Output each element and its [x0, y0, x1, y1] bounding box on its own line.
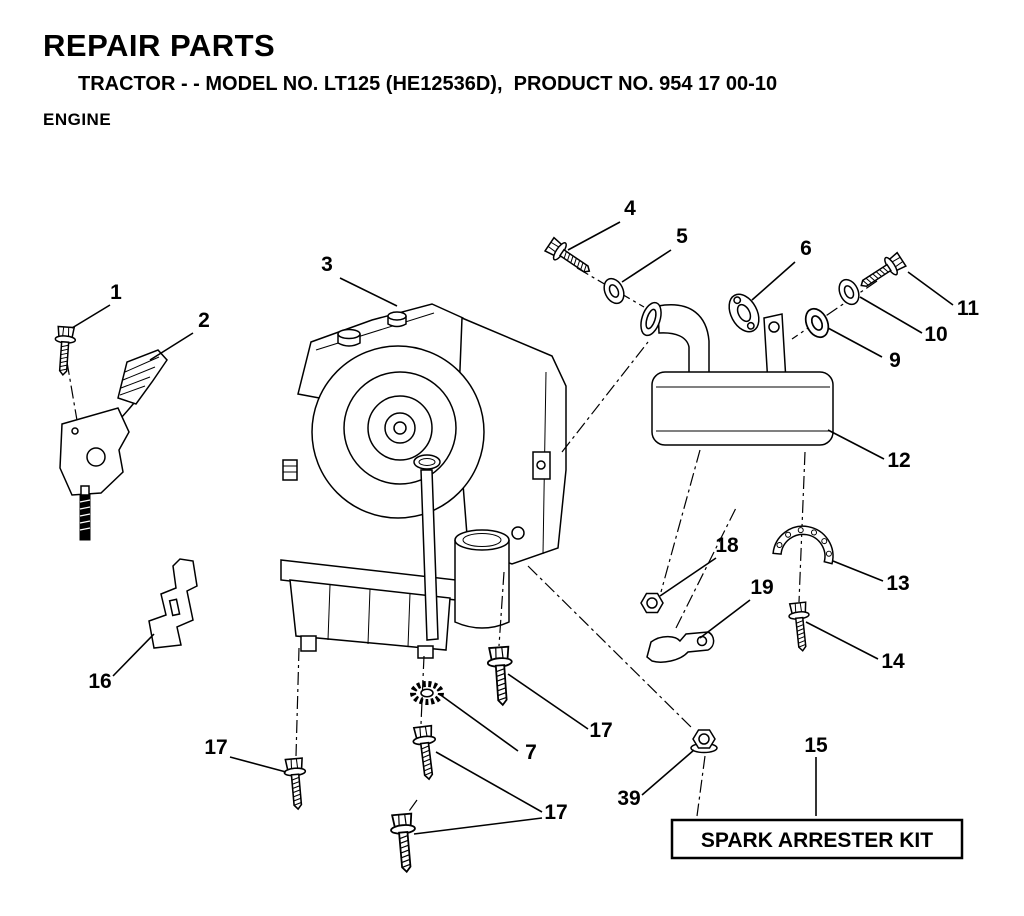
- callout-12: 12: [887, 449, 910, 472]
- callout-39: 39: [617, 787, 640, 810]
- part-17-bolt-c: [410, 724, 441, 782]
- page-title: REPAIR PARTS: [43, 28, 276, 63]
- part-17-bolt-d: [388, 812, 420, 874]
- callout-11: 11: [957, 297, 980, 320]
- oil-dipstick: [413, 454, 441, 641]
- part-9-washer: [800, 304, 834, 342]
- starter-cylinder: [454, 529, 510, 629]
- part-11-bolt: [855, 250, 908, 295]
- callout-19: 19: [750, 576, 773, 599]
- callout-2: 2: [198, 309, 210, 332]
- part-16-bracket: [148, 558, 198, 649]
- center-lines: [66, 267, 878, 817]
- callout-15: 15: [804, 734, 828, 757]
- callouts: 1 2 3 4 5 6 11 10 9 12 13 14 18 19 16 17…: [88, 197, 979, 824]
- callout-16: 16: [88, 670, 111, 693]
- part-2-throttle-control: [59, 349, 168, 541]
- part-17-bolt-a: [282, 757, 310, 811]
- part-19-bracket: [646, 631, 715, 663]
- flywheel-housing: [311, 345, 485, 519]
- part-1-bolt: [52, 325, 77, 377]
- callout-5: 5: [676, 225, 688, 248]
- part-18-nut: [640, 592, 664, 614]
- callout-4: 4: [624, 197, 636, 220]
- part-12-muffler: [640, 301, 834, 446]
- spark-arrester-kit-label: SPARK ARRESTER KIT: [701, 829, 933, 852]
- callout-1: 1: [110, 281, 122, 304]
- callout-17b: 17: [589, 719, 612, 742]
- callout-7: 7: [525, 741, 537, 764]
- callout-13: 13: [886, 572, 909, 595]
- part-10-washer: [834, 275, 864, 309]
- callout-17c: 17: [544, 801, 567, 824]
- section-label: ENGINE: [43, 110, 112, 129]
- callout-9: 9: [889, 349, 901, 372]
- part-14-bolt: [786, 601, 814, 653]
- part-39-flange-nut: [690, 729, 718, 754]
- callout-17a: 17: [204, 736, 227, 759]
- part-6-gasket: [728, 293, 760, 333]
- part-13-clamp: [772, 525, 834, 565]
- part-3-engine: [280, 303, 567, 659]
- spark-arrester-kit-box: SPARK ARRESTER KIT: [670, 818, 964, 860]
- part-7-lock-washer: [410, 681, 444, 705]
- callout-10: 10: [924, 323, 947, 346]
- callout-18: 18: [715, 534, 739, 557]
- leader-lines: [71, 221, 954, 835]
- callout-14: 14: [881, 650, 905, 673]
- fuel-cap: [337, 328, 361, 347]
- callout-3: 3: [321, 253, 333, 276]
- model-product-line: TRACTOR - - MODEL NO. LT125 (HE12536D), …: [78, 73, 778, 95]
- callout-6: 6: [800, 237, 812, 260]
- exhaust-flange: [640, 301, 662, 337]
- oil-cap: [387, 311, 407, 328]
- part-4-bolt: [543, 235, 596, 281]
